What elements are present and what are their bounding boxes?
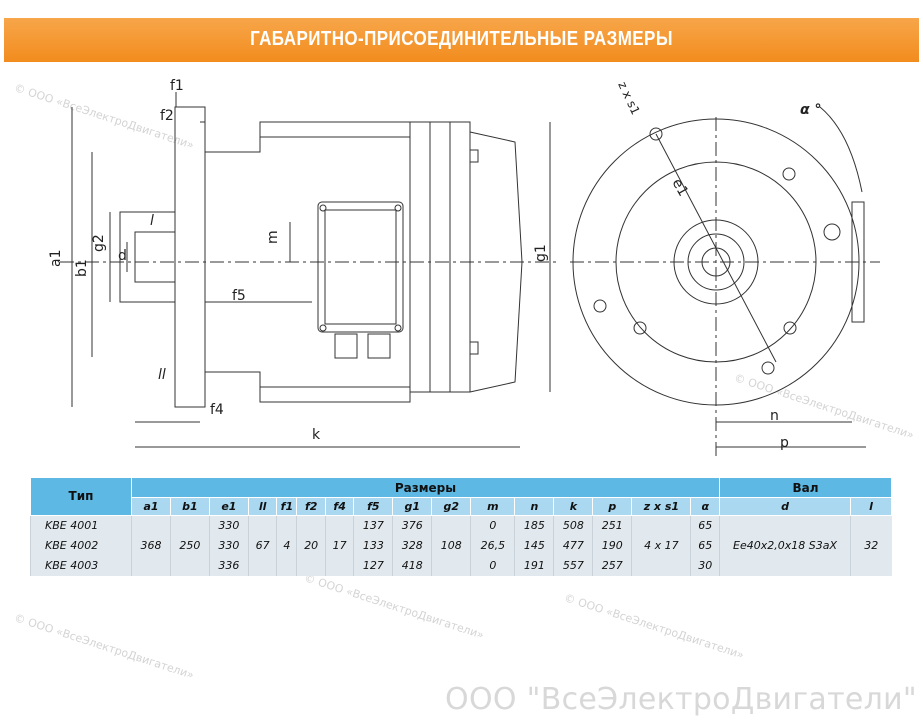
cell-p: 251 [592, 515, 632, 536]
col-header: m [470, 497, 516, 516]
cell-k: 508 [553, 515, 593, 536]
company-name: ООО "ВсеЭлектроДвигатели" [445, 682, 917, 717]
cell-g2: 108 [431, 535, 471, 556]
cell-m: 0 [470, 555, 515, 576]
cell-d: Ee40x2,0x18 S3aX [719, 535, 851, 556]
label-m: m [265, 230, 281, 244]
cell-n: 145 [514, 535, 554, 556]
cell-type: KBE 4002 [30, 535, 132, 556]
cell-m: 26,5 [470, 535, 515, 556]
cell-zxs1: 4 x 17 [631, 535, 691, 556]
col-header: α [690, 497, 720, 516]
cell-k: 477 [553, 535, 593, 556]
cell-a1: 368 [131, 535, 171, 556]
cell-alpha: 65 [690, 535, 720, 556]
cell-n: 185 [514, 515, 554, 536]
cell-f4: 17 [324, 535, 354, 556]
label-a1: a1 [48, 250, 64, 268]
col-header: f1 [276, 497, 298, 516]
specs-table: Тип Размеры Вал a1 b1 e1 ll f1 f2 f4 f5 … [30, 476, 892, 576]
shaft-boss [119, 211, 176, 303]
cell-e1: 336 [208, 555, 249, 576]
col-header: l [850, 497, 892, 516]
label-f5: f5 [232, 288, 246, 304]
header-shaft: Вал [719, 476, 892, 499]
col-header: f5 [353, 497, 394, 516]
table-row: KBE 4001 330 137 376 0 185 508 251 65 [30, 515, 892, 536]
label-k: k [312, 427, 321, 443]
cell-f5: 133 [353, 535, 393, 556]
cell-l: 32 [850, 535, 892, 556]
label-e1: e1 [669, 176, 692, 199]
cell-alpha: 30 [690, 555, 720, 576]
header-type: Тип [30, 477, 132, 516]
table-row: KBE 4002 368 250 330 67 4 20 17 133 328 … [30, 535, 892, 556]
label-ll: ll [158, 367, 166, 383]
label-b1: b1 [74, 259, 90, 277]
dimension-drawing: f1 f2 a1 b1 g2 d l m f5 ll f4 k g1 z x s… [48, 78, 880, 457]
col-header: f4 [324, 497, 355, 516]
cell-f5: 127 [353, 555, 393, 576]
cell-e1: 330 [208, 515, 249, 536]
label-alpha: α ° [800, 102, 822, 118]
label-f4: f4 [210, 402, 224, 418]
col-header: ll [247, 497, 278, 516]
cell-f1: 4 [276, 535, 297, 556]
label-d: d [118, 248, 127, 264]
cell-f2: 20 [296, 535, 326, 556]
page-title: ГАБАРИТНО-ПРИСОЕДИНИТЕЛЬНЫЕ РАЗМЕРЫ [250, 28, 673, 50]
col-header: a1 [131, 497, 171, 516]
cell-f5: 137 [353, 515, 393, 536]
col-header: g2 [431, 497, 472, 516]
cell-g1: 328 [392, 535, 432, 556]
col-header: p [592, 497, 633, 516]
cell-e1: 330 [208, 535, 249, 556]
col-header: k [553, 497, 594, 516]
cell-g1: 376 [392, 515, 432, 536]
label-g1: g1 [533, 244, 549, 262]
cell-k: 557 [553, 555, 593, 576]
cell-p: 190 [592, 535, 632, 556]
col-header: z x s1 [631, 497, 692, 516]
col-header: b1 [169, 497, 210, 516]
header-sizes: Размеры [131, 476, 720, 499]
watermark-text: © ООО «ВсеЭлектроДвигатели» [12, 611, 196, 682]
cell-n: 191 [514, 555, 554, 576]
label-g2: g2 [91, 234, 107, 252]
col-header: e1 [208, 497, 249, 516]
cell-ll: 67 [247, 535, 277, 556]
col-header: n [514, 497, 555, 516]
col-header: g1 [392, 497, 433, 516]
col-header: d [719, 497, 851, 516]
watermark-text: © ООО «ВсеЭлектроДвигатели» [562, 591, 746, 662]
flange-outline [174, 106, 206, 408]
label-f1: f1 [170, 78, 184, 94]
specs-table-container: Тип Размеры Вал a1 b1 e1 ll f1 f2 f4 f5 … [30, 476, 892, 576]
cell-type: KBE 4003 [30, 555, 132, 576]
table-row: KBE 4003 336 127 418 0 191 557 257 30 [30, 555, 892, 576]
cell-b1: 250 [169, 535, 210, 556]
header-banner: ГАБАРИТНО-ПРИСОЕДИНИТЕЛЬНЫЕ РАЗМЕРЫ [4, 18, 919, 62]
watermark-text: © ООО «ВсеЭлектроДвигатели» [302, 571, 486, 642]
cell-alpha: 65 [690, 515, 720, 536]
cell-m: 0 [470, 515, 515, 536]
label-p: p [780, 435, 789, 451]
cell-type: KBE 4001 [30, 515, 132, 536]
label-l: l [150, 213, 154, 229]
label-f2: f2 [160, 108, 174, 124]
terminal-box [317, 201, 404, 333]
label-zxs1: z x s1 [615, 79, 642, 117]
cell-g1: 418 [392, 555, 432, 576]
col-header: f2 [296, 497, 326, 516]
cell-p: 257 [592, 555, 632, 576]
label-n: n [770, 408, 779, 424]
